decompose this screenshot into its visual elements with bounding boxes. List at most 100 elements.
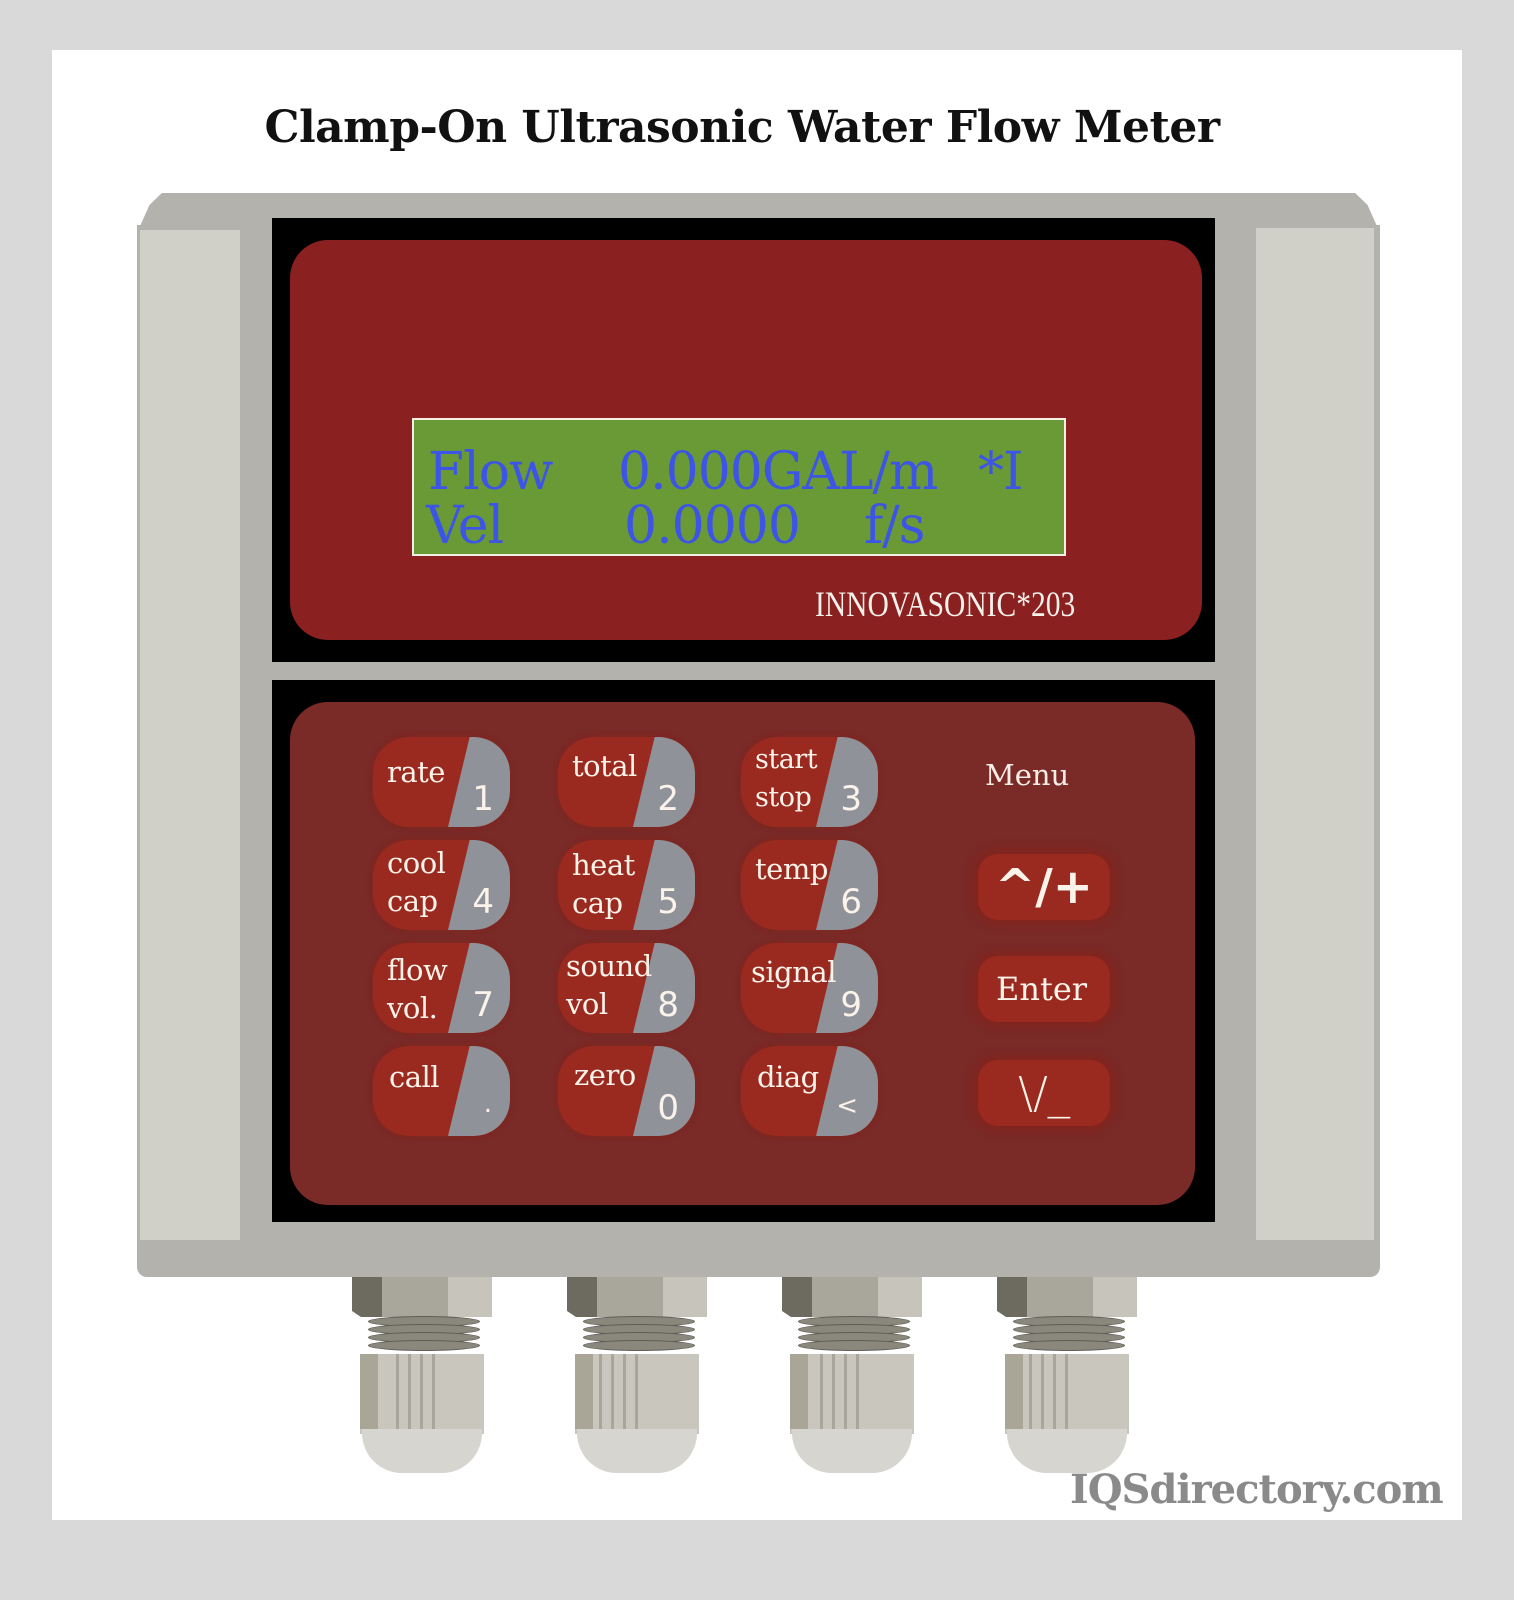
- key-rate-1[interactable]: rate 1: [373, 737, 510, 827]
- gland-rib: [396, 1354, 399, 1431]
- key-label: total: [572, 749, 637, 783]
- key-label: cool cap: [387, 846, 446, 918]
- gland-thread: [1013, 1340, 1125, 1351]
- key-heat-cap-5[interactable]: heat cap 5: [558, 840, 695, 930]
- gland-rib: [1029, 1354, 1032, 1431]
- key-label: rate: [387, 755, 445, 789]
- key-number: 1: [472, 779, 494, 819]
- key-number: 2: [657, 779, 679, 819]
- gland-nut-highlight: [663, 1277, 707, 1317]
- key-label: start stop: [755, 744, 818, 813]
- key-label: signal: [751, 955, 836, 989]
- gland-rib: [420, 1354, 423, 1431]
- key-sound-vol-8[interactable]: sound vol 8: [558, 943, 695, 1033]
- gland-nut: [382, 1277, 448, 1317]
- brand-label: INNOVASONIC*203: [815, 584, 1076, 624]
- gland-nut: [812, 1277, 878, 1317]
- key-number: 9: [840, 985, 862, 1025]
- key-start-stop-3[interactable]: start stop 3: [741, 737, 878, 827]
- gland-nut-shadow: [782, 1277, 812, 1317]
- gland-rib: [856, 1354, 859, 1431]
- key-cool-cap-4[interactable]: cool cap 4: [373, 840, 510, 930]
- gland-body-shadow: [790, 1354, 808, 1429]
- menu-enter-button[interactable]: Enter: [978, 956, 1110, 1022]
- gland-nut: [1027, 1277, 1093, 1317]
- gland-rib: [635, 1354, 638, 1431]
- key-label: call: [389, 1060, 440, 1094]
- key-number: .: [483, 1089, 492, 1119]
- gland-rib: [432, 1354, 435, 1431]
- gland-cap: [792, 1429, 912, 1473]
- key-flow-vol-7[interactable]: flow vol. 7: [373, 943, 510, 1033]
- key-number: 5: [657, 882, 679, 922]
- key-number: 0: [657, 1088, 679, 1128]
- gland-nut-shadow: [997, 1277, 1027, 1317]
- key-label: sound vol: [566, 949, 652, 1021]
- lcd-flow-label: Flow: [428, 442, 554, 502]
- gland-nut-highlight: [878, 1277, 922, 1317]
- cable-gland-3: [782, 1277, 922, 1473]
- diagram-title: Clamp-On Ultrasonic Water Flow Meter: [264, 102, 1220, 153]
- key-number: <: [836, 1091, 858, 1121]
- watermark: IQSdirectory.com: [1070, 1466, 1444, 1513]
- key-total-2[interactable]: total 2: [558, 737, 695, 827]
- key-number-tab: [448, 1046, 510, 1136]
- gland-nut: [597, 1277, 663, 1317]
- housing-side-panel-left: [140, 230, 240, 1240]
- gland-rib: [1053, 1354, 1056, 1431]
- cable-gland-1: [352, 1277, 492, 1473]
- housing-side-panel-right: [1256, 228, 1374, 1240]
- lcd-line-flow: Flow 0.000GAL/m *I: [428, 446, 1024, 706]
- gland-nut-highlight: [1093, 1277, 1137, 1317]
- gland-rib: [1041, 1354, 1044, 1431]
- key-label: heat cap: [572, 848, 635, 920]
- gland-rib: [820, 1354, 823, 1431]
- key-number: 6: [840, 882, 862, 922]
- key-label: diag: [757, 1060, 819, 1094]
- key-label: flow vol.: [387, 953, 448, 1025]
- gland-rib: [599, 1354, 602, 1431]
- lcd-line-velocity: Vel 0.0000 f/s: [426, 500, 925, 760]
- key-label: temp: [755, 852, 828, 886]
- lcd-screen: Flow 0.000GAL/m *I Vel 0.0000 f/s: [412, 418, 1066, 556]
- menu-up-plus-button[interactable]: ^/+: [978, 854, 1110, 920]
- key-signal-9[interactable]: signal 9: [741, 943, 878, 1033]
- key-number: 7: [472, 985, 494, 1025]
- gland-rib: [844, 1354, 847, 1431]
- key-zero-0[interactable]: zero 0: [558, 1046, 695, 1136]
- key-number: 3: [840, 779, 862, 819]
- gland-nut-shadow: [352, 1277, 382, 1317]
- housing-divider: [272, 662, 1215, 680]
- key-call-dot[interactable]: call .: [373, 1046, 510, 1136]
- gland-cap: [362, 1429, 482, 1473]
- key-number: 4: [472, 882, 494, 922]
- key-diag-back[interactable]: diag <: [741, 1046, 878, 1136]
- gland-rib: [1065, 1354, 1068, 1431]
- gland-rib: [832, 1354, 835, 1431]
- gland-body-shadow: [575, 1354, 593, 1429]
- gland-thread: [583, 1340, 695, 1351]
- gland-thread: [368, 1340, 480, 1351]
- gland-rib: [611, 1354, 614, 1431]
- key-temp-6[interactable]: temp 6: [741, 840, 878, 930]
- key-number: 8: [657, 985, 679, 1025]
- lcd-vel-unit: f/s: [864, 496, 925, 556]
- gland-nut-highlight: [448, 1277, 492, 1317]
- gland-cap: [577, 1429, 697, 1473]
- gland-body-shadow: [1005, 1354, 1023, 1429]
- gland-rib: [408, 1354, 411, 1431]
- gland-thread: [798, 1340, 910, 1351]
- lcd-vel-value: 0.0000: [624, 496, 801, 556]
- lcd-flow-value: 0.000GAL/m: [618, 442, 938, 502]
- lcd-flow-flag: *I: [978, 442, 1024, 502]
- cable-gland-4: [997, 1277, 1137, 1473]
- menu-down-minus-button[interactable]: \/_: [978, 1060, 1110, 1126]
- lcd-vel-label: Vel: [426, 496, 504, 556]
- key-label: zero: [574, 1058, 636, 1092]
- cable-gland-2: [567, 1277, 707, 1473]
- gland-rib: [623, 1354, 626, 1431]
- gland-body: [790, 1354, 914, 1434]
- gland-body-shadow: [360, 1354, 378, 1429]
- menu-label: Menu: [985, 758, 1070, 792]
- gland-cap: [1007, 1429, 1127, 1473]
